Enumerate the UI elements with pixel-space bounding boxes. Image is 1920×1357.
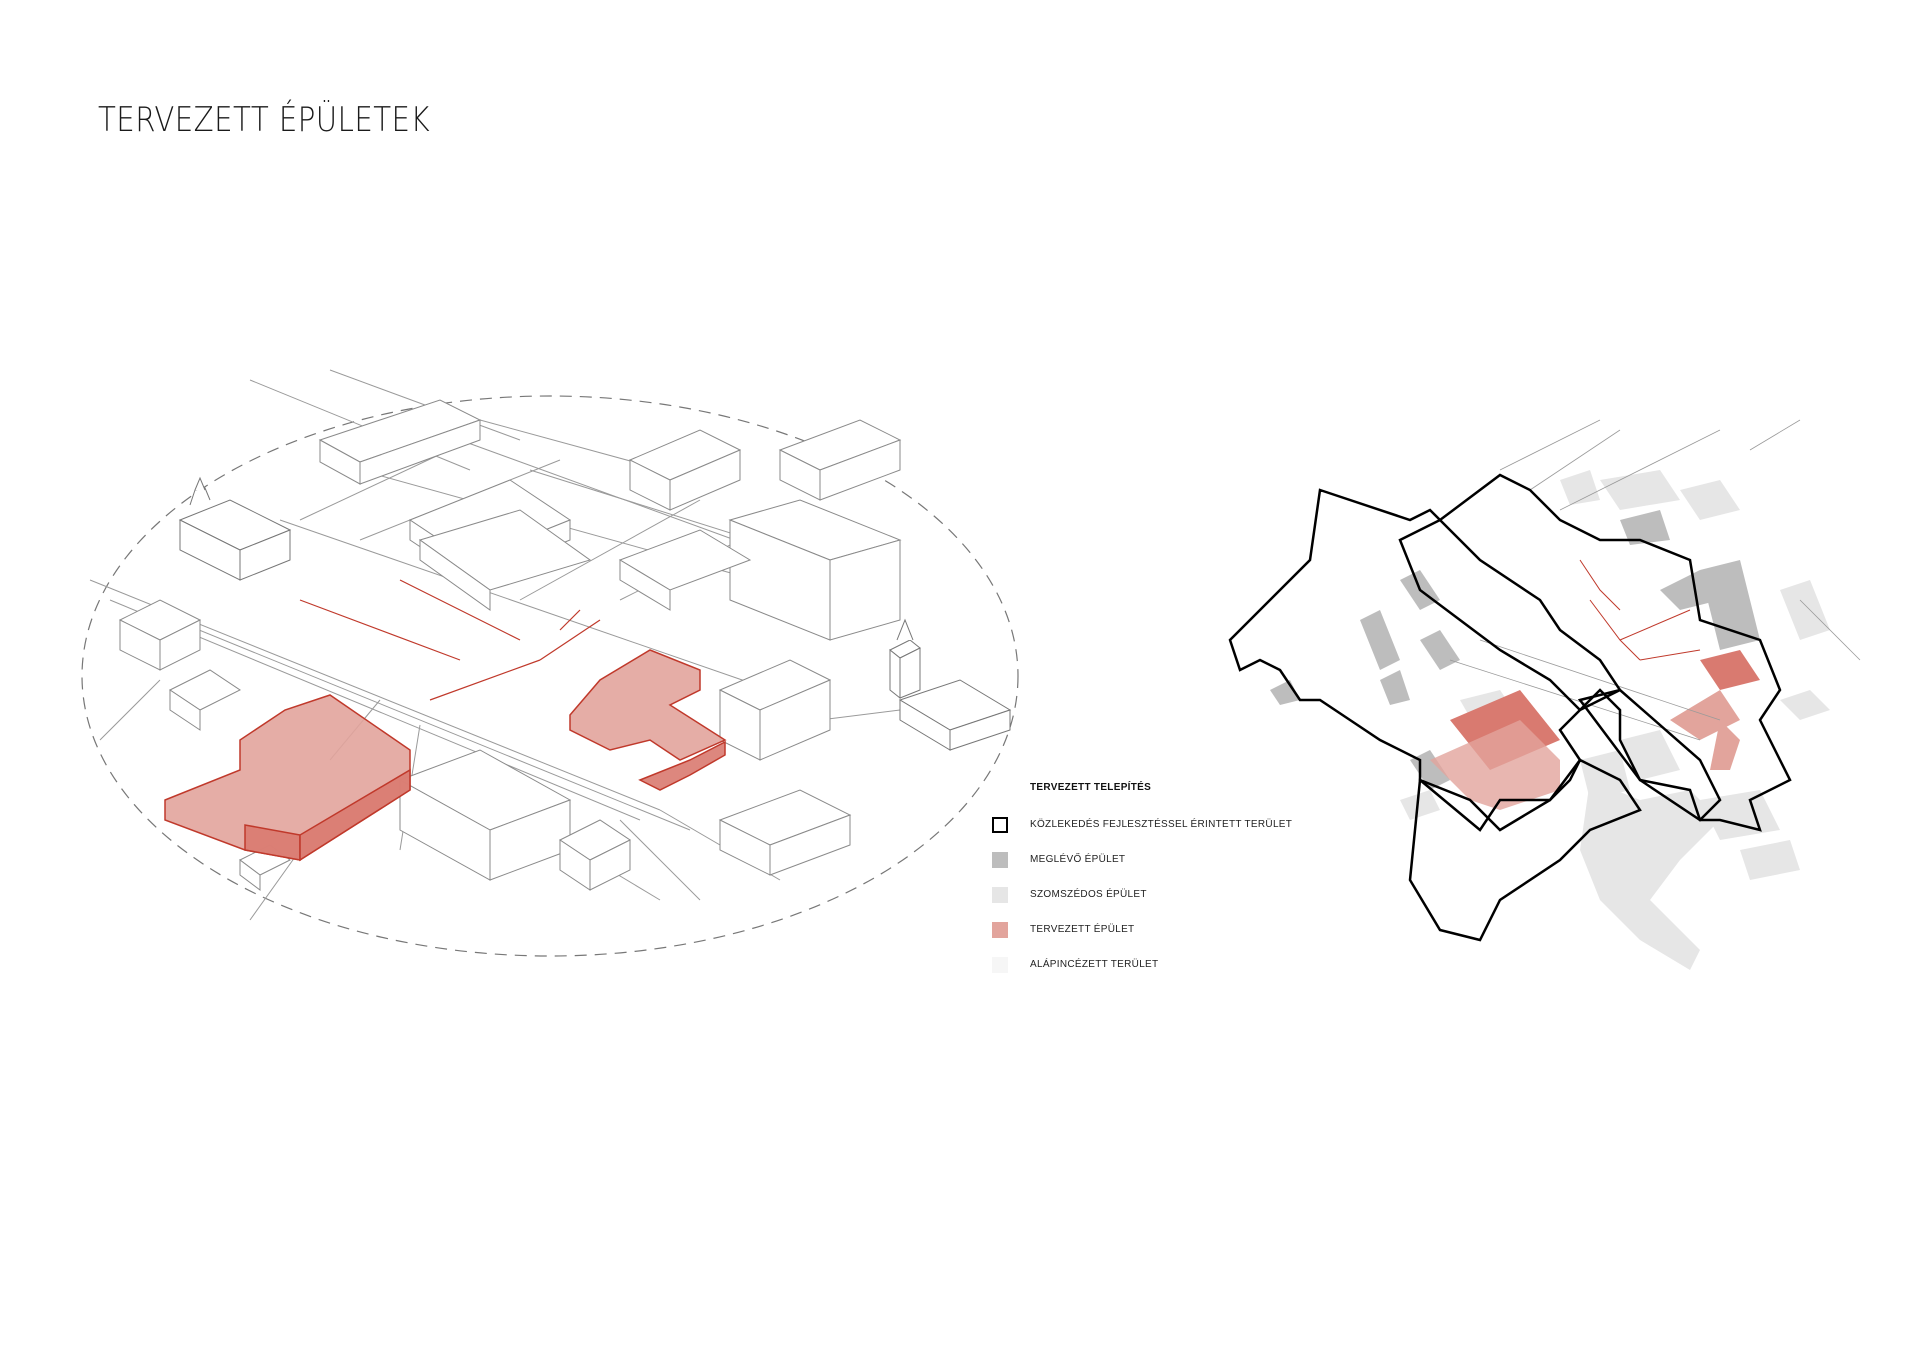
church-building [178,476,292,581]
legend-label: TERVEZETT ÉPÜLET [1030,924,1135,935]
plan-planned-buildings [1430,650,1760,810]
plan-existing-buildings [1270,510,1760,790]
legend-label: SZOMSZÉDOS ÉPÜLET [1030,889,1147,900]
legend-item-basement-area: ALÁPINCÉZETT TERÜLET [992,947,1292,982]
legend-label: ALÁPINCÉZETT TERÜLET [1030,959,1159,970]
legend-label: MEGLÉVŐ ÉPÜLET [1030,854,1126,865]
study-area-ellipse [81,395,1019,957]
legend-swatch-neighbor [992,886,1008,903]
tower-building [889,618,1012,751]
legend-item-transport-area: KÖZLEKEDÉS FEJLESZTÉSSEL ÉRINTETT TERÜLE… [992,807,1292,842]
planned-building-l-shape [569,649,727,791]
planned-building-large [164,694,411,862]
site-plan [1228,419,1861,970]
page-title: TERVEZETT ÉPÜLETEK [98,100,431,140]
plan-development-boundaries [1228,473,1792,942]
legend-swatch-planned [992,921,1008,938]
planned-paths [299,579,601,701]
legend-item-planned-building: TERVEZETT ÉPÜLET [992,912,1292,947]
legend: TERVEZETT TELEPÍTÉS KÖZLEKEDÉS FEJLESZTÉ… [992,782,1292,982]
plan-planned-routes [1579,559,1701,661]
legend-swatch-existing [992,851,1008,868]
legend-item-existing-building: MEGLÉVŐ ÉPÜLET [992,842,1292,877]
legend-label: KÖZLEKEDÉS FEJLESZTÉSSEL ÉRINTETT TERÜLE… [1030,819,1293,830]
legend-title: TERVEZETT TELEPÍTÉS [1030,782,1152,793]
neighbor-buildings [118,399,902,891]
plan-street-lines [1449,419,1861,741]
axonometric-view [81,369,1019,957]
legend-swatch-basement [992,956,1008,973]
legend-swatch-outline [992,816,1008,833]
legend-item-neighbor-building: SZOMSZÉDOS ÉPÜLET [992,877,1292,912]
